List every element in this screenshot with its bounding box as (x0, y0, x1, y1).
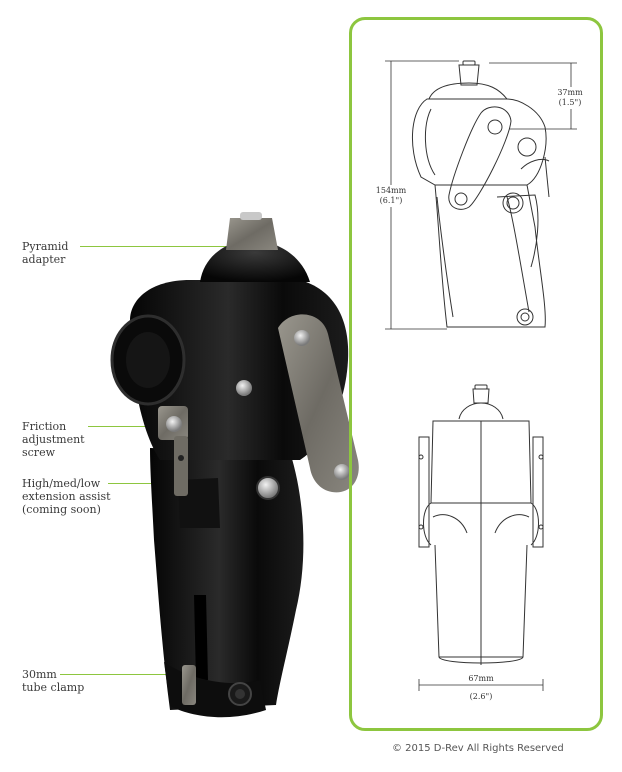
center-screw (236, 380, 252, 396)
clamp-bolt-plate (182, 665, 196, 705)
shank-slot (194, 595, 208, 680)
pyramid-adapter (226, 218, 278, 250)
callout-friction-line2: adjustment (22, 433, 85, 446)
callout-friction-line3: screw (22, 446, 55, 459)
dim-top-height-mm: 37mm (557, 88, 583, 97)
dim-total-height-mm: 154mm (376, 186, 407, 195)
callout-clamp-line1: 30mm (22, 668, 57, 681)
link-plate (278, 314, 359, 493)
callout-extension-line3: (coming soon) (22, 503, 101, 516)
extension-recess (178, 478, 220, 528)
adapter-dome (200, 240, 310, 282)
dim-total-height-in: (6.1") (380, 196, 403, 205)
technical-drawings: 154mm (6.1") 37mm (1.5") 67mm (2.6") (375, 60, 586, 701)
leader-extension (108, 483, 188, 484)
callout-extension-line2: extension assist (22, 490, 111, 503)
callout-clamp-line2: tube clamp (22, 681, 85, 694)
callout-extension-line1: High/med/low (22, 477, 101, 490)
callout-pyramid-line2: adapter (22, 253, 66, 266)
callout-pyramid-line1: Pyramid (22, 240, 69, 253)
leader-friction (88, 426, 174, 427)
callout-pyramid-adapter: Pyramid adapter (22, 240, 68, 266)
extension-screw (256, 476, 280, 500)
side-view-drawing (411, 60, 550, 328)
dim-top-height-in: (1.5") (559, 98, 582, 107)
copyright-notice: © 2015 D-Rev All Rights Reserved (392, 743, 564, 754)
callout-friction-screw: Friction adjustment screw (22, 420, 85, 459)
leader-pyramid (80, 246, 238, 247)
dim-width-mm: 67mm (468, 674, 494, 683)
leader-clamp (60, 674, 188, 675)
callout-friction-line1: Friction (22, 420, 67, 433)
dim-width-in: (2.6") (470, 692, 493, 701)
callout-extension-assist: High/med/low extension assist (coming so… (22, 477, 111, 516)
friction-arm (174, 436, 188, 496)
technical-drawing-panel (349, 17, 603, 731)
friction-screw (166, 416, 182, 432)
link-screw-bottom (334, 464, 350, 480)
knee-joint-photo (110, 212, 359, 718)
callout-tube-clamp: 30mm tube clamp (22, 668, 84, 694)
front-view-drawing (418, 384, 544, 665)
link-screw-top (294, 330, 310, 346)
